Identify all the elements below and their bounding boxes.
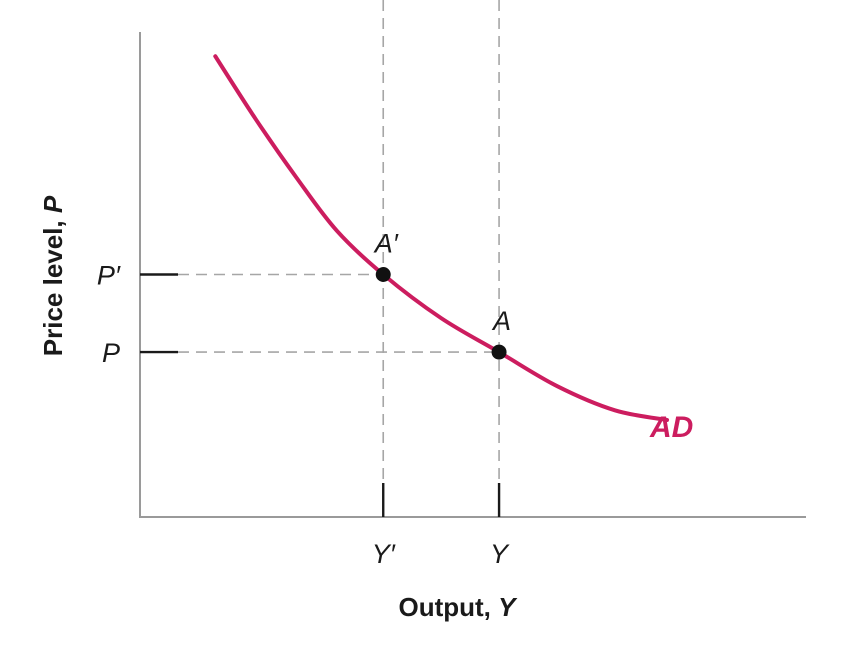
guide-lines bbox=[178, 0, 500, 483]
y-tick-label-p-prime: P′ bbox=[97, 261, 121, 291]
ad-curve bbox=[213, 54, 670, 422]
equilibrium-points: A′ A bbox=[373, 229, 511, 360]
x-tick-label-y: Y bbox=[490, 539, 510, 569]
x-axis-title-variable: Y bbox=[498, 592, 518, 622]
point-a-prime bbox=[375, 267, 391, 282]
point-a bbox=[491, 344, 507, 360]
x-axis-title: Output, Y bbox=[399, 592, 519, 622]
y-axis-title-text: Price level, bbox=[38, 213, 68, 356]
tick-labels: Y′ Y P′ P bbox=[97, 261, 510, 570]
point-label-a: A bbox=[491, 306, 511, 336]
y-axis-title-variable: P bbox=[38, 195, 68, 213]
x-axis-title-text: Output, bbox=[399, 592, 499, 622]
y-tick-label-p: P bbox=[102, 338, 120, 368]
ad-curve-label: AD bbox=[649, 411, 693, 444]
x-tick-label-y-prime: Y′ bbox=[372, 539, 396, 569]
point-label-a-prime: A′ bbox=[373, 229, 399, 259]
tick-marks bbox=[140, 273, 501, 517]
y-axis-title: Price level, P bbox=[38, 195, 68, 356]
